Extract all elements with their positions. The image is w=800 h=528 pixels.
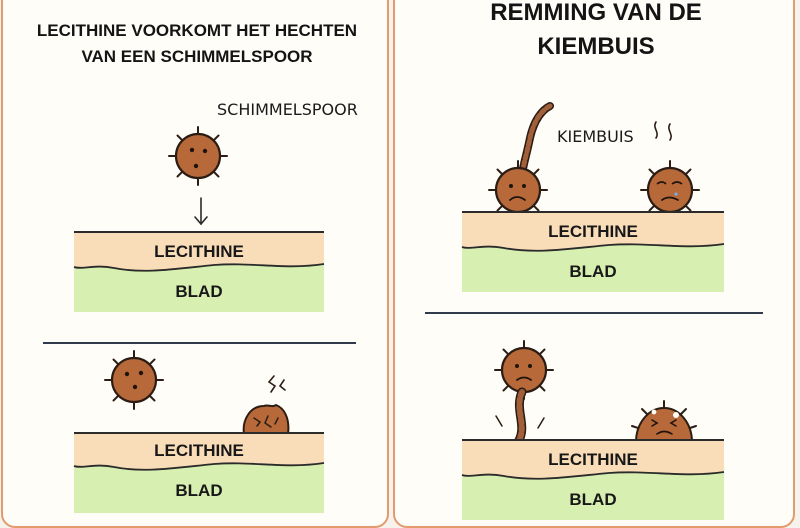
right-title-line-1: REMMING VAN DE xyxy=(490,0,702,26)
free-spore-illustration xyxy=(103,349,165,411)
lecithin-layer-label: LECITHINE xyxy=(548,222,638,241)
damaged-spore-illustration xyxy=(242,375,290,435)
right-panel-title: REMMING VAN DE KIEMBUIS xyxy=(395,0,797,64)
left-title-line-2: VAN EEN SCHIMMELSPOOR xyxy=(81,47,313,66)
floating-spore-illustration xyxy=(167,125,229,226)
left-bottom-layer-shapes xyxy=(73,432,325,513)
right-top-layer-shapes xyxy=(461,211,725,292)
weakened-spore-illustration xyxy=(639,121,701,221)
left-panel-title: LECITHINE VOORKOMT HET HECHTEN VAN EEN S… xyxy=(3,18,391,70)
left-divider xyxy=(43,342,356,344)
left-title-line-1: LECITHINE VOORKOMT HET HECHTEN xyxy=(36,21,358,40)
lecithin-layer-label: LECITHINE xyxy=(548,450,638,469)
germ-tube-label: KIEMBUIS xyxy=(557,127,634,146)
left-bottom-layer-stack: LECITHINE BLAD xyxy=(73,432,325,513)
spore-label: SCHIMMELSPOOR xyxy=(217,100,358,119)
stink-lines-icon xyxy=(654,121,672,141)
leaf-layer-label: BLAD xyxy=(569,262,617,281)
leaf-layer-label: BLAD xyxy=(569,490,617,509)
right-bottom-layer-stack: LECITHINE BLAD xyxy=(461,439,725,520)
distressed-spore-illustration xyxy=(631,400,697,443)
leaf-layer-label: BLAD xyxy=(175,481,223,500)
germinating-spore-illustration xyxy=(487,102,554,221)
right-title-line-2: KIEMBUIS xyxy=(537,33,655,60)
right-top-layer-stack: LECITHINE BLAD xyxy=(461,211,725,292)
right-bottom-layer-shapes xyxy=(461,439,725,520)
lecithin-layer-label: LECITHINE xyxy=(154,242,244,261)
down-arrow-icon xyxy=(194,197,208,226)
left-top-layer-stack: LECITHINE BLAD xyxy=(73,231,325,312)
lecithin-layer-label: LECITHINE xyxy=(154,441,244,460)
distress-lines-icon xyxy=(267,375,286,393)
left-top-layer-shapes xyxy=(73,231,325,312)
right-divider xyxy=(425,312,763,314)
leaf-layer-label: BLAD xyxy=(175,282,223,301)
